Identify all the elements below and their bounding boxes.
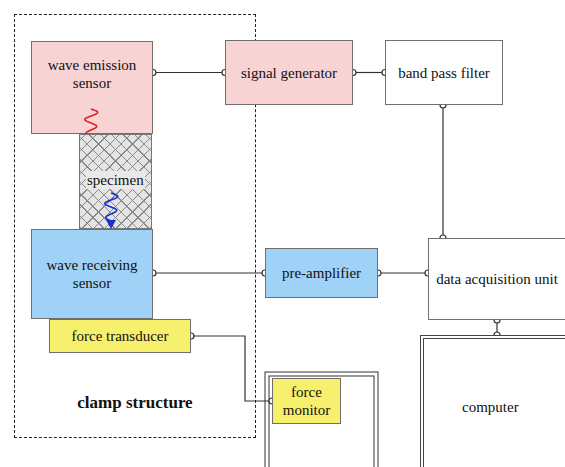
signal-generator-box: signal generator [225, 40, 353, 105]
signal-wire [191, 336, 272, 401]
node-label: force transducer [71, 327, 168, 345]
signal-wire [153, 72, 225, 73]
force-transducer-box: force transducer [49, 319, 191, 353]
node-label: specimen [86, 171, 145, 189]
specimen-block: specimen [79, 134, 152, 229]
node-label: computer [462, 398, 519, 416]
signal-wire [153, 272, 265, 273]
signal-wire [378, 272, 428, 273]
pre-amplifier-box: pre-amplifier [265, 248, 378, 298]
band-pass-filter-box: band pass filter [385, 40, 503, 105]
force-monitor-box: force monitor [272, 378, 341, 424]
node-label: force monitor [276, 383, 337, 419]
node-label: pre-amplifier [282, 264, 361, 282]
signal-wire [442, 105, 443, 238]
wave-curve [85, 109, 98, 137]
node-label: wave receiving sensor [38, 256, 146, 292]
monitor-frame-inner [269, 376, 374, 467]
node-label: band pass filter [398, 64, 490, 82]
wave-arrow [96, 191, 126, 231]
node-label: wave emission sensor [38, 56, 146, 92]
wave-curve [105, 193, 118, 221]
monitor-frame [265, 372, 378, 467]
receiving-sensor-box: wave receiving sensor [31, 229, 153, 319]
data-acquisition-box: data acquisition unit [428, 238, 565, 320]
signal-wire [353, 72, 385, 73]
wave-head [106, 220, 116, 229]
clamp-structure: clamp structure wave emission sensor speci… [14, 14, 256, 438]
node-label: signal generator [241, 64, 337, 82]
emission-sensor-box: wave emission sensor [31, 41, 153, 134]
computer-box: computer [420, 335, 565, 467]
node-label: clamp structure [77, 393, 192, 413]
node-label: data acquisition unit [436, 270, 558, 288]
